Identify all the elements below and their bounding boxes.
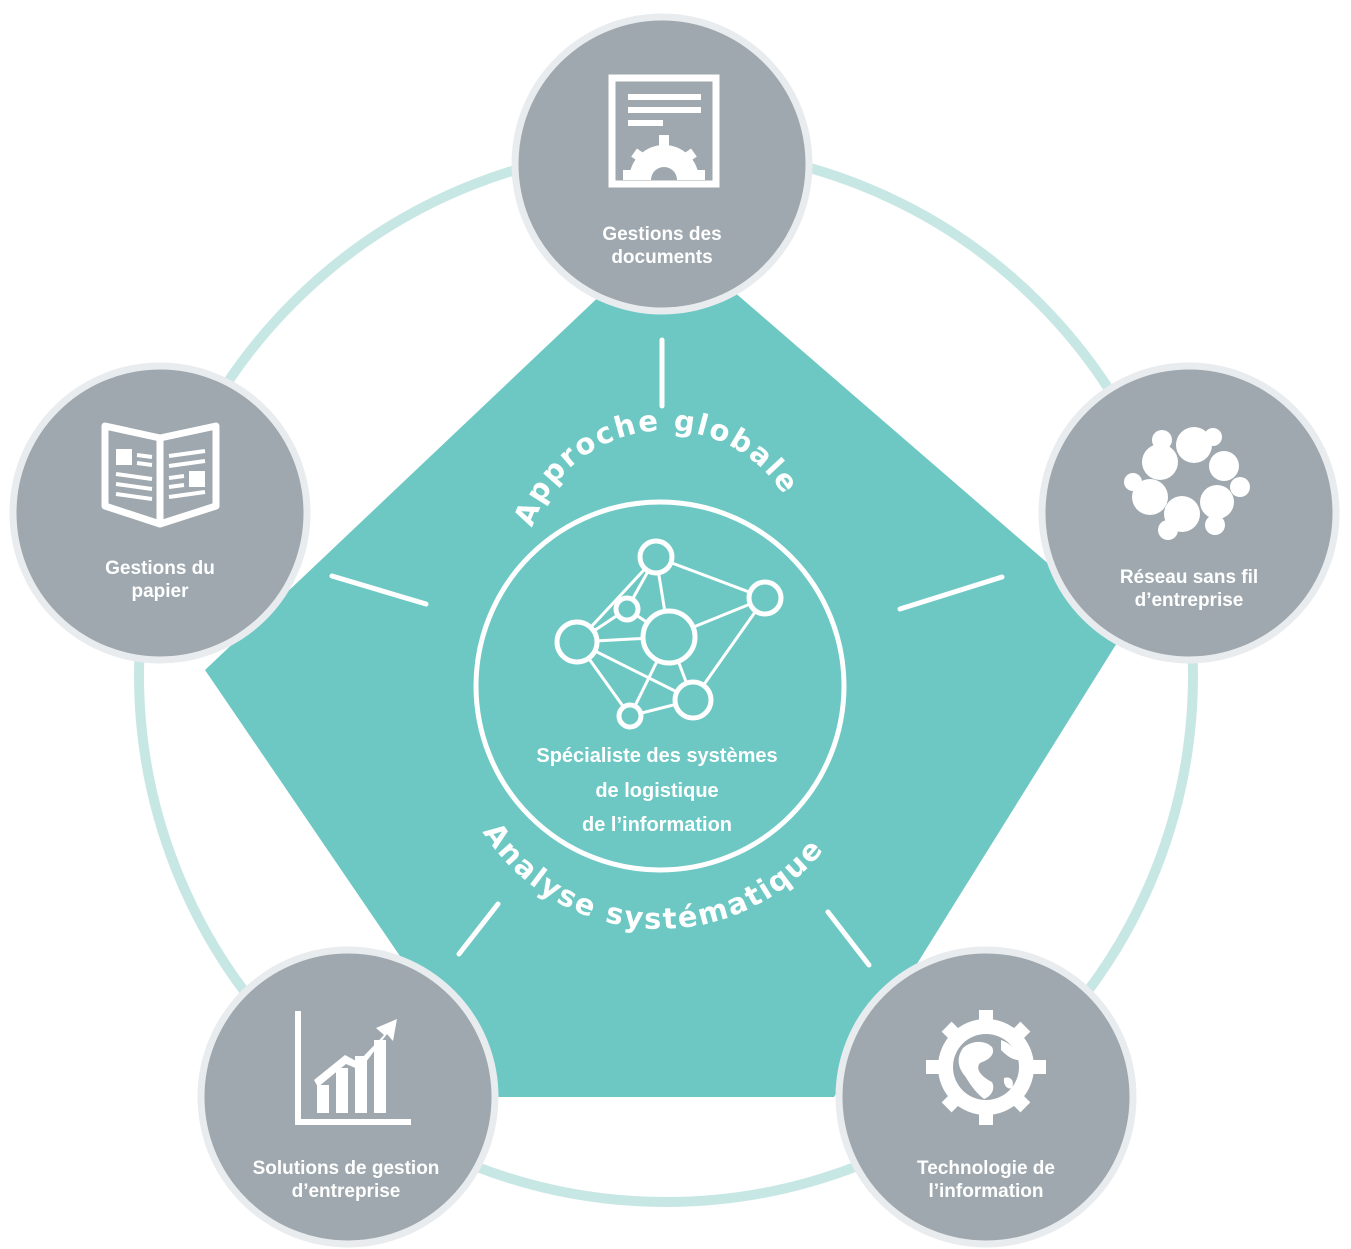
globe-gear-icon <box>926 1010 1046 1125</box>
center-circle <box>473 499 847 873</box>
center-text: Spécialiste des systèmes de logistique d… <box>536 745 777 836</box>
node-erp: Solutions de gestion d’entreprise <box>197 946 499 1248</box>
node-wireless: Réseau sans fil d’entreprise <box>1038 362 1340 664</box>
tick-bottom-right <box>825 909 872 968</box>
node-erp-line-1: Solutions de gestion <box>253 1158 440 1179</box>
growth-chart-icon <box>295 1011 411 1125</box>
connector-ticks <box>329 337 1005 968</box>
node-it-line-2: l’information <box>928 1181 1043 1202</box>
center-line-2: de logistique <box>595 780 718 802</box>
node-wireless-line-2: d’entreprise <box>1135 590 1244 611</box>
node-documents-line-2: documents <box>611 247 712 268</box>
center-line-1: Spécialiste des systèmes <box>536 745 777 767</box>
tick-right <box>897 574 1005 612</box>
node-it-line-1: Technologie de <box>917 1158 1055 1179</box>
network-molecule-icon <box>554 538 784 730</box>
node-paper: Gestions du papier <box>9 362 311 664</box>
node-paper-line-2: papier <box>131 581 189 602</box>
node-documents-line-1: Gestions des <box>602 224 721 245</box>
node-paper-line-1: Gestions du <box>105 558 215 579</box>
node-it: Technologie de l’information <box>835 946 1137 1248</box>
node-erp-line-2: d’entreprise <box>292 1181 401 1202</box>
tick-left <box>329 573 429 607</box>
node-wireless-line-1: Réseau sans fil <box>1120 567 1258 588</box>
tick-bottom-left <box>456 901 501 957</box>
document-gear-icon <box>608 74 720 188</box>
node-documents: Gestions des documents <box>511 13 813 315</box>
open-newspaper-icon <box>101 422 220 528</box>
center-line-3: de l’information <box>582 814 732 836</box>
network-bubbles-icon <box>1124 427 1250 540</box>
